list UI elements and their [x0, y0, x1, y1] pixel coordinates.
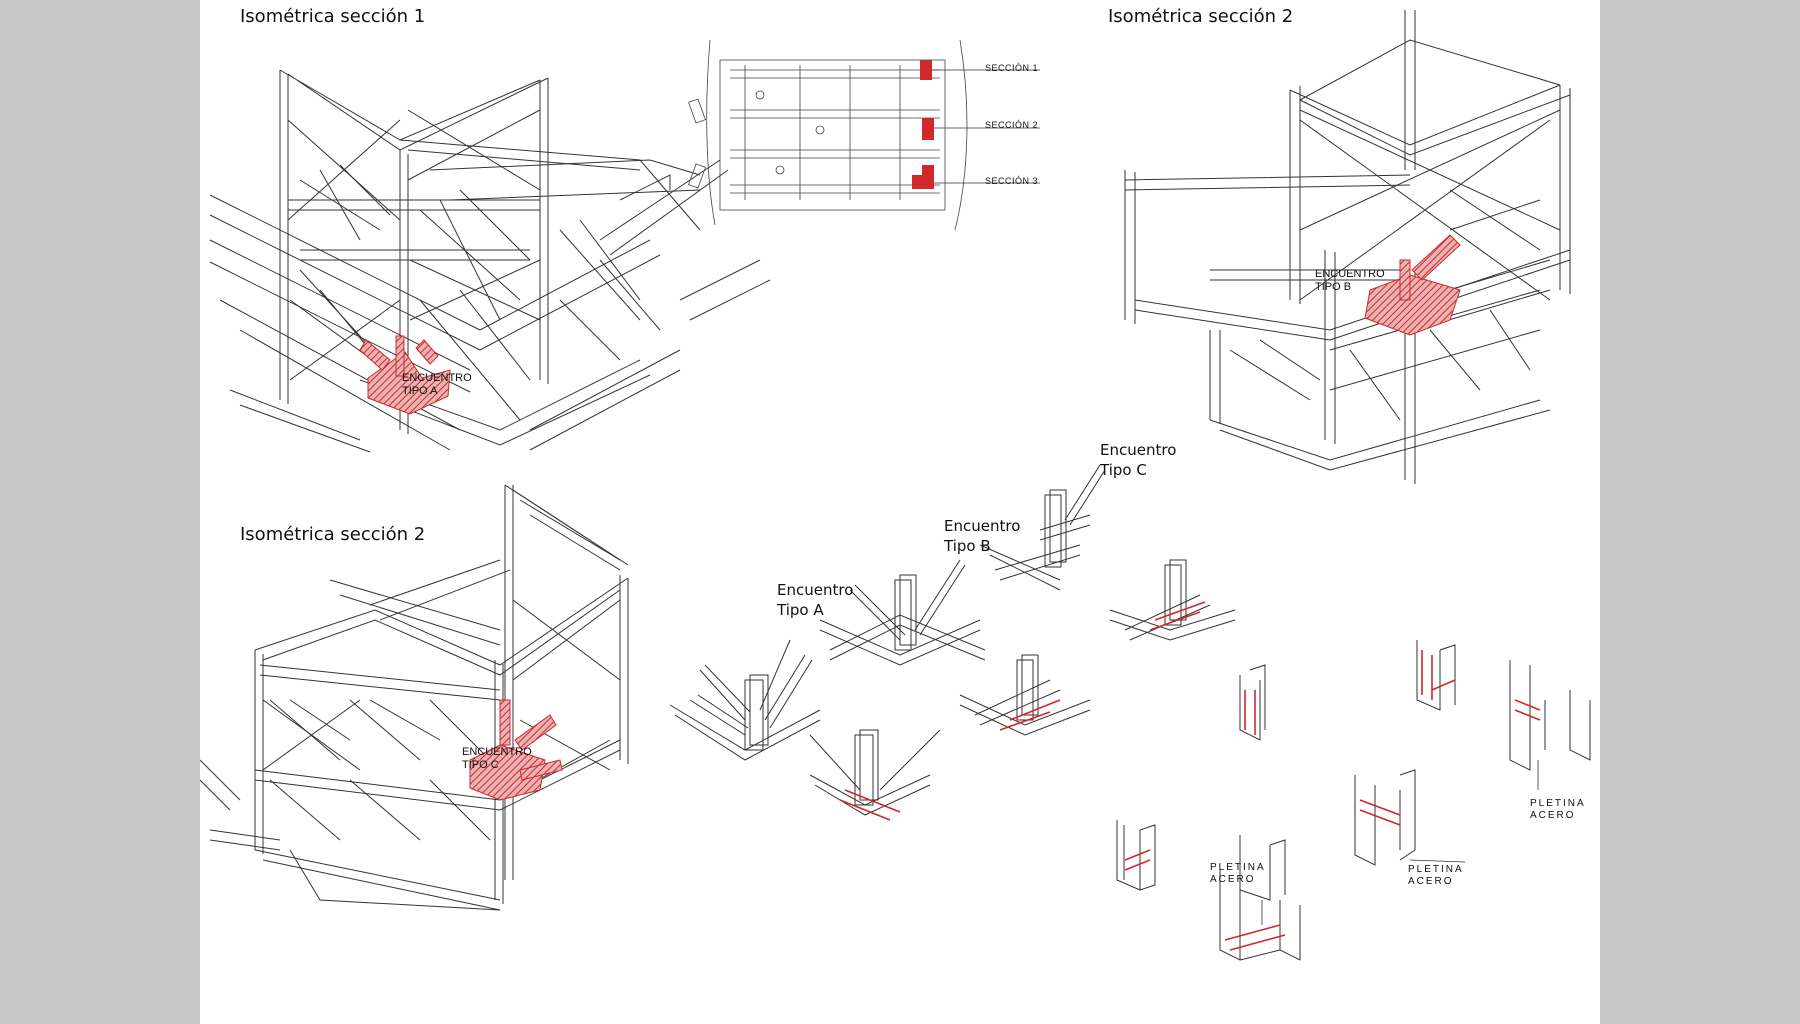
steel-plates [839, 601, 1541, 951]
key-plan [688, 39, 968, 231]
detail-title-tipo-a-line1: Encuentro [777, 581, 854, 599]
isometric-section-2-lower [200, 484, 629, 911]
key-label-section-3: SECCIÓN 3 [985, 176, 1039, 186]
detail-title-tipo-c: Encuentro Tipo C [1100, 440, 1176, 480]
title-section-2-top: Isométrica sección 2 [1108, 6, 1294, 27]
label-pletina-acero-3: PLETINA ACERO [1210, 862, 1266, 886]
detail-tipo-c [979, 464, 1106, 591]
title-section-2-bottom: Isométrica sección 2 [240, 524, 426, 545]
detail-title-tipo-c-line1: Encuentro [1100, 441, 1177, 459]
callout-tipo-b-line2: TIPO B [1315, 281, 1352, 293]
detail-title-tipo-b: Encuentro Tipo B [944, 516, 1020, 556]
key-label-section-1: SECCIÓN 1 [985, 63, 1039, 73]
drawing-sheet: Isométrica sección 1 Isométrica sección … [200, 0, 1600, 1024]
callout-tipo-a-line1: ENCUENTRO [402, 372, 472, 384]
drawing-layer [200, 10, 1591, 961]
callout-tipo-b: ENCUENTRO TIPO B [1315, 268, 1385, 294]
detail-title-tipo-a: Encuentro Tipo A [777, 580, 853, 620]
label-pletina-1-line1: PLETINA [1530, 798, 1586, 809]
isometric-section-2-upper [1124, 10, 1571, 484]
encuentro-tipo-c-highlight [469, 699, 563, 801]
callout-tipo-c-line2: TIPO C [462, 759, 499, 771]
detail-tipo-b [819, 559, 986, 666]
label-pletina-2-line1: PLETINA [1408, 864, 1464, 875]
label-pletina-acero-2: PLETINA ACERO [1408, 864, 1464, 888]
detail-title-tipo-a-line2: Tipo A [777, 601, 824, 619]
callout-tipo-a-line2: TIPO A [402, 385, 438, 397]
detail-tipo-a [669, 639, 821, 761]
title-section-1: Isométrica sección 1 [240, 6, 426, 27]
detail-exploded [809, 559, 1591, 961]
callout-tipo-c-line1: ENCUENTRO [462, 746, 532, 758]
label-pletina-acero-1: PLETINA ACERO [1530, 798, 1586, 822]
encuentro-tipo-b-highlight [1364, 234, 1461, 336]
label-pletina-3-line2: ACERO [1210, 874, 1256, 885]
key-label-section-2: SECCIÓN 2 [985, 120, 1039, 130]
detail-title-tipo-c-line2: Tipo C [1100, 461, 1147, 479]
label-pletina-3-line1: PLETINA [1210, 862, 1266, 873]
callout-tipo-c: ENCUENTRO TIPO C [462, 746, 532, 772]
pletina-leaders [1261, 760, 1539, 925]
callout-tipo-a: ENCUENTRO TIPO A [402, 372, 472, 398]
label-pletina-1-line2: ACERO [1530, 810, 1576, 821]
key-plan-leaders [932, 69, 1040, 184]
detail-title-tipo-b-line2: Tipo B [944, 537, 991, 555]
key-plan-sections [912, 60, 934, 189]
isometric-section-1 [209, 69, 771, 453]
callout-tipo-b-line1: ENCUENTRO [1315, 268, 1385, 280]
encuentro-tipo-a-highlight [359, 335, 451, 415]
detail-title-tipo-b-line1: Encuentro [944, 517, 1021, 535]
label-pletina-2-line2: ACERO [1408, 876, 1454, 887]
